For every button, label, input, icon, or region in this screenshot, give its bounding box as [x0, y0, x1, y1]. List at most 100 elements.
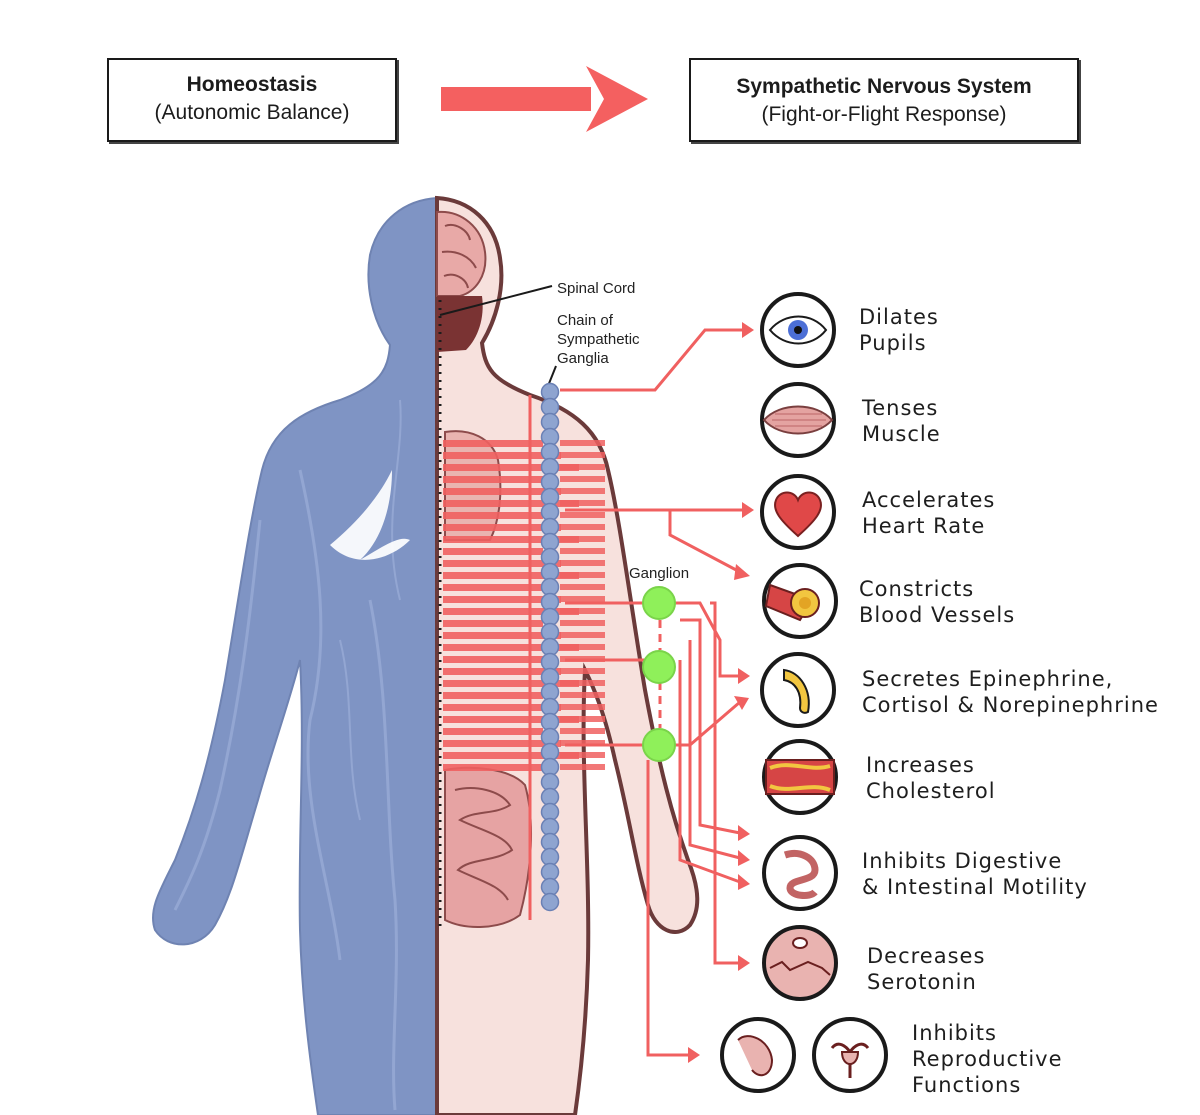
spinal-cord-pointer [439, 285, 553, 316]
homeostasis-title: Homeostasis [186, 73, 318, 96]
nerve-band [560, 704, 605, 710]
nerve-band [443, 524, 561, 531]
effect-line: Functions [912, 1073, 1022, 1097]
nerve-band [443, 752, 579, 759]
nerve-band [560, 740, 605, 746]
nerve-band [443, 440, 543, 447]
effect-line: Dilates [859, 305, 939, 329]
nerve-band [560, 752, 605, 758]
nerve-band [443, 728, 543, 735]
nerve-band [560, 764, 605, 770]
effect-line: Cortisol & Norepinephrine [862, 693, 1159, 717]
nerve-band [443, 560, 561, 567]
ganglion-label: Ganglion [629, 565, 690, 582]
nerve-band [560, 692, 605, 698]
nerve-band [443, 584, 543, 591]
nerve-band [560, 452, 605, 458]
chain-pointer [547, 365, 557, 387]
nerve-band [560, 668, 605, 674]
blue-body-half [151, 196, 438, 1115]
nerve-band [560, 536, 605, 542]
nerve-band [443, 632, 561, 639]
ganglion-node [642, 586, 676, 620]
nerve-band [560, 464, 605, 470]
nerve-band [560, 476, 605, 482]
nerve-band [443, 740, 561, 747]
nerve-band [560, 608, 605, 614]
chain-label-line-1: Chain of [557, 312, 613, 329]
sympathetic-title: Sympathetic Nervous System [736, 75, 1032, 98]
effect-label: Constricts Blood Vessels [859, 576, 1015, 628]
effect-label: Inhibits Digestive & Intestinal Motility [862, 848, 1088, 900]
serotonin-tissue-icon [762, 925, 838, 1001]
effect-label: Accelerates Heart Rate [862, 487, 995, 539]
nerve-band [443, 512, 543, 519]
nerve-band [560, 728, 605, 734]
effect-label: Dilates Pupils [859, 304, 939, 356]
effect-line: & Intestinal Motility [862, 875, 1088, 899]
nerve-band [560, 440, 605, 446]
nerve-band [560, 524, 605, 530]
spinal-nerve-branches [443, 440, 605, 771]
nerve-band [443, 488, 561, 495]
nerve-band [560, 620, 605, 626]
nerve-band [560, 584, 605, 590]
nerve-band [443, 572, 579, 579]
spinal-cord-label: Spinal Cord [557, 280, 636, 297]
effect-line: Reproductive [912, 1047, 1063, 1071]
nerve-band [560, 596, 605, 602]
nerve-band [560, 512, 605, 518]
nerve-band [443, 716, 579, 723]
nerve-band [560, 560, 605, 566]
effect-label: Inhibits Reproductive Functions [912, 1020, 1063, 1098]
muscle-icon [760, 382, 836, 458]
chain-label-line-3: Ganglia [557, 350, 609, 367]
nerve-band [560, 548, 605, 554]
nerve-band [443, 764, 543, 771]
effect-line: Heart Rate [862, 514, 986, 538]
ganglion-node [642, 728, 676, 762]
nerve-band [443, 668, 561, 675]
homeostasis-box: Homeostasis (Autonomic Balance) [107, 58, 397, 142]
effect-line: Muscle [862, 422, 941, 446]
artery-plaque-icon [762, 739, 838, 815]
nerve-band [443, 704, 561, 711]
nerve-band [560, 632, 605, 638]
ganglion-node [642, 650, 676, 684]
nerve-band [443, 620, 543, 627]
effect-line: Blood Vessels [859, 603, 1016, 627]
nerve-band [443, 608, 579, 615]
effect-line: Constricts [859, 577, 975, 601]
nerve-band [443, 692, 543, 699]
reproductive-icon [720, 1017, 888, 1093]
chain-label-line-2: Sympathetic [557, 331, 640, 348]
nerve-band [560, 488, 605, 494]
nerve-band [560, 500, 605, 506]
effect-line: Inhibits [912, 1021, 997, 1045]
nerve-band [443, 680, 579, 687]
nerve-band [560, 716, 605, 722]
adrenal-gland-icon [760, 652, 836, 728]
transition-arrow-icon [441, 66, 648, 132]
homeostasis-subtitle: (Autonomic Balance) [154, 101, 350, 124]
effect-label: Decreases Serotonin [867, 943, 985, 995]
effect-line: Tenses [862, 396, 939, 420]
nerve-band [443, 476, 543, 483]
nerve-band [560, 644, 605, 650]
sympathetic-chain [528, 382, 560, 920]
effect-label: Tenses Muscle [862, 395, 941, 447]
sympathetic-box: Sympathetic Nervous System (Fight-or-Fli… [689, 58, 1079, 142]
nerve-band [443, 596, 561, 603]
effect-line: Decreases [867, 944, 986, 968]
effect-line: Serotonin [867, 970, 977, 994]
eye-icon [760, 292, 836, 368]
nerve-band [443, 536, 579, 543]
intestine-icon [762, 835, 838, 911]
nerve-band [443, 500, 579, 507]
effect-line: Pupils [859, 331, 927, 355]
effect-line: Inhibits Digestive [862, 849, 1063, 873]
nerve-band [443, 464, 579, 471]
effect-label: Secretes Epinephrine, Cortisol & Norepin… [862, 666, 1159, 718]
